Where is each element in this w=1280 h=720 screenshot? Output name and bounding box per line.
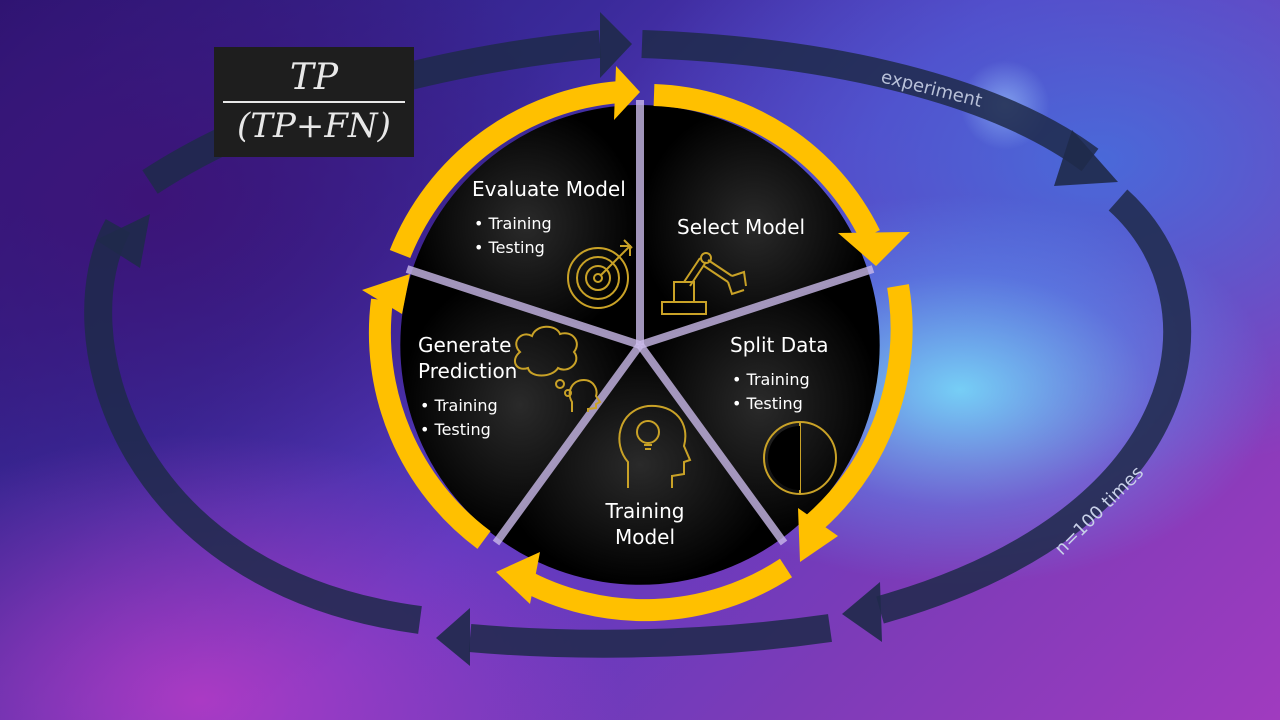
evaluate-bullet-1: • Training [474,214,552,233]
yellow-arrow-5 [389,81,621,259]
yellow-cycle-arrows [368,81,913,622]
outer-arrowhead-bottom [436,608,470,666]
yellow-arrowheads [362,66,910,604]
segment-generate-prediction [400,271,640,539]
segment-labels: Evaluate Model • Training • Testing Sele… [418,177,828,549]
yellow-arrow-2 [800,284,913,537]
yellow-arrowhead-1 [838,232,910,266]
outer-cycle [84,30,1192,658]
split-bullet-2: • Testing [732,394,803,413]
divider-right [638,265,875,349]
outer-arrow-left [84,219,422,634]
head-lightbulb-icon [618,404,692,488]
half-circle-icon [763,421,837,495]
generate-bullet-1: • Training [420,396,498,415]
divider-left [405,265,642,349]
divider-lower-right [636,342,788,546]
segment-split-data [640,271,880,539]
segment-dividers [405,100,875,546]
thinking-head-icon [513,325,602,412]
divider-lower-left [492,342,644,546]
robot-arm-icon [661,252,747,315]
segment-evaluate-model [412,105,640,345]
yellow-arrowhead-4 [362,274,410,314]
split-title: Split Data [730,333,828,357]
outer-arrowhead-right [1054,130,1118,186]
yellow-arrow-1 [653,84,880,240]
recall-formula: TP (TP+FN) [214,47,414,157]
yellow-arrow-4 [368,298,491,549]
outer-arrow-top-right [641,30,1099,172]
evaluate-title: Evaluate Model [472,177,626,201]
select-title: Select Model [677,215,805,239]
training-title-line-1: Training [605,499,685,523]
outer-arrowhead-lower-right [842,582,882,642]
outer-arrow-bottom [468,614,832,658]
training-title-line-2: Model [615,525,675,549]
outer-arrowheads [96,12,1118,666]
outer-arrowhead-left [96,214,150,268]
yellow-arrowhead-5 [614,66,640,120]
evaluate-bullet-2: • Testing [474,238,545,257]
outer-arrow-right [876,189,1192,624]
yellow-arrowhead-2 [798,508,838,562]
pie-segments [400,105,880,585]
formula-numerator: TP [289,57,339,98]
target-icon [567,239,633,309]
yellow-arrowhead-3 [496,552,540,604]
segment-select-model [640,105,868,345]
generate-title-line-2: Prediction [418,359,517,383]
generate-title-line-1: Generate [418,333,511,357]
generate-bullet-2: • Testing [420,420,491,439]
formula-denominator: (TP+FN) [237,106,391,146]
outer-arrowhead-top [600,12,632,78]
yellow-arrow-3 [514,558,793,622]
split-bullet-1: • Training [732,370,810,389]
segment-training-model [499,345,781,585]
formula-fraction-bar [223,101,405,103]
